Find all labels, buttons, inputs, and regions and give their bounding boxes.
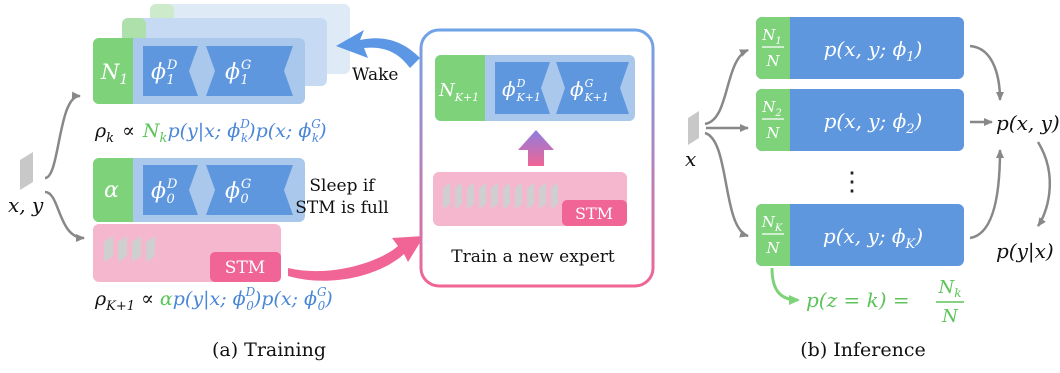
wake-label: Wake <box>352 65 399 85</box>
inf-k-den: N <box>765 239 780 257</box>
sleep-arrow <box>288 236 424 281</box>
training-caption: (a) Training <box>212 339 326 361</box>
gate-arrow <box>770 267 800 305</box>
arrow-to-inf-expert-1 <box>704 48 749 126</box>
inference-caption: (b) Inference <box>800 339 926 361</box>
arrow-ek-to-joint <box>969 149 1004 240</box>
inference-sample-icon <box>688 111 699 145</box>
discriminator-shape <box>143 46 198 96</box>
inf-k-num: NK <box>761 213 783 234</box>
inf-2-den: N <box>765 124 780 142</box>
gate-den: N <box>941 306 959 327</box>
arrow-to-inf-expert-k <box>704 131 749 238</box>
input-sample-icon <box>20 152 33 190</box>
discriminator-shape-0 <box>143 165 198 215</box>
stm-label-new: STM <box>575 204 613 223</box>
inference-expert-k: NK N p(x, y; ϕK) <box>756 204 964 266</box>
discriminator-shape-new <box>495 62 550 114</box>
inf-1-formula: p(x, y; ϕ1) <box>824 37 923 65</box>
arrow-joint-to-conditional <box>1036 141 1052 227</box>
generator-shape-0 <box>206 165 293 215</box>
train-up-arrow <box>518 130 554 166</box>
conditional-label: p(y|x) <box>996 239 1054 264</box>
stm-label: STM <box>225 258 265 278</box>
train-new-expert-label: Train a new expert <box>451 247 615 267</box>
inf-2-num: N2 <box>761 98 782 119</box>
inference-input: x <box>685 111 699 171</box>
arrow-to-expert-0 <box>44 190 85 242</box>
wake-arrow <box>336 30 420 68</box>
inference-expert-2: N2 N p(x, y; ϕ2) <box>756 89 964 151</box>
inf-2-formula: p(x, y; ϕ2) <box>824 109 923 137</box>
joint-label: p(x, y) <box>996 111 1060 135</box>
expert-1-n-label: N1 <box>100 60 128 88</box>
arrow-to-expert-1 <box>44 91 81 180</box>
new-expert-n-label: NK+1 <box>438 80 479 104</box>
gate-num: Nk <box>937 277 961 300</box>
stm-buffer-new: STM <box>433 172 627 226</box>
generator-shape <box>206 46 293 96</box>
sleep-label-line2: STM is full <box>295 198 388 218</box>
gate-formula: p(z = k) = <box>806 288 910 312</box>
alpha-label: α <box>104 178 119 203</box>
inference-expert-1: N1 N p(x, y; ϕ1) <box>756 17 964 79</box>
arrow-e1-to-joint <box>969 44 1004 101</box>
inference-input-label: x <box>685 147 696 171</box>
training-input: x, y <box>8 152 44 217</box>
inf-1-den: N <box>765 52 780 70</box>
inf-1-num: N1 <box>761 26 782 47</box>
inf-k-formula: p(x, y; ϕK) <box>823 224 923 252</box>
sleep-label-line1: Sleep if <box>309 176 376 196</box>
inference-ellipsis: ⋮ <box>839 167 865 197</box>
stm-buffer: STM <box>93 224 281 282</box>
training-input-label: x, y <box>8 193 44 217</box>
generator-shape-new <box>556 62 629 114</box>
